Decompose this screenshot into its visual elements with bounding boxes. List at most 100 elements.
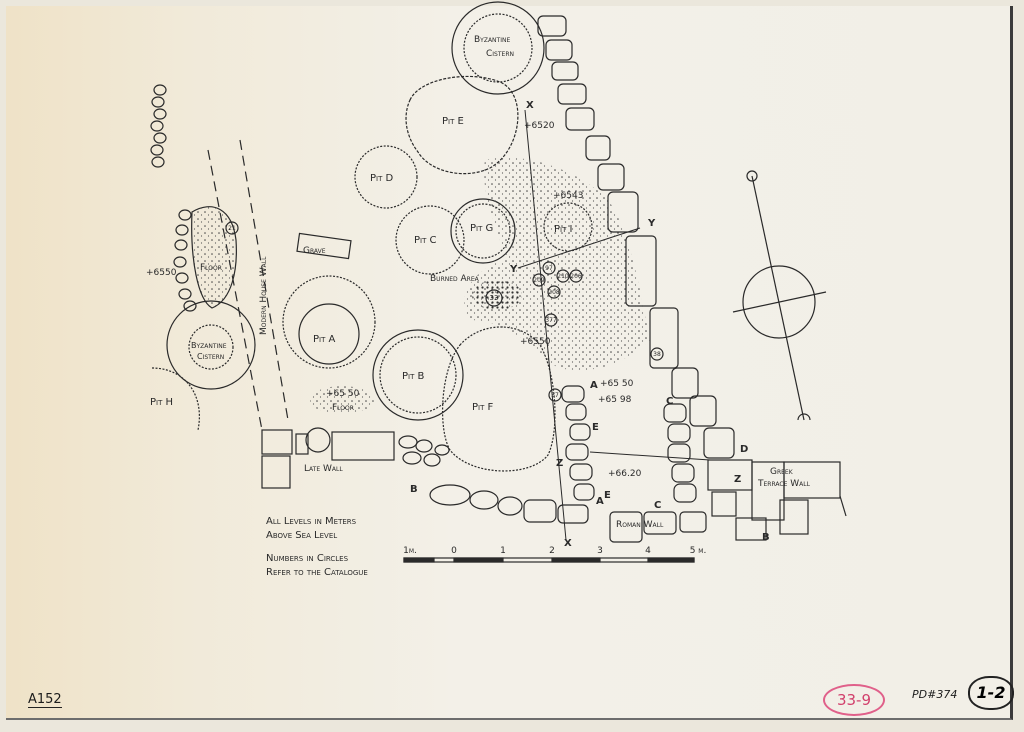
pit-a-inner [298, 303, 360, 365]
scale-tick-3: 3 [597, 546, 603, 556]
letter-d: D [740, 444, 748, 455]
label-pit-g: Pit G [470, 223, 493, 234]
level-6598: +65 98 [598, 395, 632, 405]
catalogue-circle-97 [542, 261, 556, 275]
pd-number: PD#374 [912, 688, 958, 701]
label-modern-house-wall: Modern House Wall [259, 256, 269, 335]
greek-terrace-wall [707, 459, 847, 541]
letter-z-2: Z [734, 474, 741, 485]
catalogue-number-208: 208 [548, 289, 560, 296]
scale-tick-1: 1 [500, 546, 506, 556]
level-6520: +6520 [524, 121, 555, 131]
pit-d-outline [354, 145, 418, 209]
label-pit-h: Pit H [150, 397, 173, 408]
boxed-number: 1-2 [968, 676, 1014, 710]
scale-bar [403, 557, 695, 563]
catalogue-circle-37 [548, 388, 562, 402]
pit-a-outline [282, 275, 376, 369]
label-pit-f: Pit F [472, 402, 494, 413]
pit-b-outer [372, 329, 464, 421]
section-line-e [589, 451, 711, 461]
letter-a-2: A [596, 496, 604, 507]
catalogue-number-210: 210 [557, 273, 569, 280]
section-line-y [517, 227, 641, 269]
level-6550-mid: +6550 [520, 337, 551, 347]
roman-wall [429, 484, 707, 543]
scale-tick-5: 5 m. [690, 546, 707, 556]
label-byzantine-cistern-top-2: Cistern [486, 49, 514, 59]
letter-z-1: Z [556, 458, 563, 469]
floor-left-area [191, 206, 237, 309]
letter-y-right: Y [647, 218, 656, 229]
label-byzantine-cistern-left-2: Cistern [197, 352, 224, 361]
byzantine-cistern-left-inner [188, 324, 234, 370]
label-floor-left: Floor [200, 263, 222, 273]
catalogue-stamp: 33-9 [823, 684, 885, 716]
catalogue-circle-33 [485, 289, 503, 307]
catalogue-number-209: 209 [533, 277, 545, 284]
letter-e-1: E [592, 422, 599, 433]
letter-e-2: E [604, 490, 611, 501]
pit-h-outline [151, 367, 200, 431]
label-pit-i: Pit I [554, 224, 573, 235]
label-pit-c: Pit C [414, 235, 437, 246]
label-pit-b: Pit B [402, 371, 425, 382]
stipple-zone-center [464, 157, 650, 371]
drawing-sheet [6, 6, 1013, 720]
catalogue-circle-38 [650, 347, 664, 361]
label-pit-a: Pit A [313, 334, 336, 345]
scale-tick-0: 0 [451, 546, 457, 556]
scale-tick-2: 2 [549, 546, 555, 556]
floor-bottom-dots [310, 386, 374, 414]
east-wall-stones [537, 15, 735, 459]
byzantine-cistern-top-outer [451, 1, 545, 95]
catalogue-number-377: 377 [545, 317, 557, 324]
catalogue-circle-206 [569, 269, 583, 283]
label-late-wall: Late Wall [304, 464, 343, 474]
left-pebble-stack [150, 84, 197, 312]
letter-c-1: C [666, 396, 673, 407]
byzantine-cistern-top-inner [463, 13, 533, 83]
letter-y-left: Y [509, 264, 518, 275]
note-line-1: All Levels in Meters [266, 516, 357, 527]
letter-x-bottom: X [564, 538, 572, 549]
catalogue-number-206: 206 [570, 273, 582, 280]
letter-a-1: A [590, 380, 598, 391]
note-line-2: Above Sea Level [266, 530, 337, 541]
catalogue-number-33: 33 [490, 294, 499, 302]
note-line-4: Refer to the Catalogue [266, 567, 368, 578]
label-pit-d: Pit D [370, 173, 394, 184]
letter-b-1: B [410, 484, 418, 495]
level-6550-a: +65 50 [600, 379, 634, 389]
central-stone-column [561, 385, 697, 503]
catalogue-circle-377 [544, 313, 558, 327]
level-6550-floor: +65 50 [326, 389, 360, 399]
scale-tick-4: 4 [645, 546, 651, 556]
level-6543: +6543 [553, 191, 583, 201]
pebble-cluster [398, 435, 450, 467]
catalogue-number-38: 38 [653, 351, 661, 358]
catalogue-number-37: 37 [551, 392, 559, 399]
label-roman-wall: Roman Wall [616, 520, 664, 530]
level-6550-left: +6550 [146, 268, 177, 278]
level-6620: +66.20 [608, 469, 642, 479]
catalogue-number-97: 97 [545, 265, 553, 272]
letter-b-2: B [762, 532, 770, 543]
label-byzantine-cistern-top-1: Byzantine [474, 35, 510, 45]
label-burned-area: Burned Area [430, 274, 480, 284]
catalogue-circle-21 [225, 221, 239, 235]
pit-b-inner [379, 336, 457, 414]
note-line-3: Numbers in Circles [266, 553, 349, 564]
label-floor-bottom: Floor [332, 403, 354, 413]
letter-c-2: C [654, 500, 661, 511]
label-greek-2: Terrace Wall [757, 479, 811, 489]
catalogue-circle-210 [556, 269, 570, 283]
late-wall [261, 427, 395, 489]
label-pit-e: Pit E [442, 116, 464, 127]
grave-outline [296, 232, 352, 260]
letter-x-top: X [526, 100, 534, 111]
burned-area-dots [472, 280, 522, 310]
section-line-x [524, 109, 567, 541]
north-arrow [732, 170, 827, 421]
